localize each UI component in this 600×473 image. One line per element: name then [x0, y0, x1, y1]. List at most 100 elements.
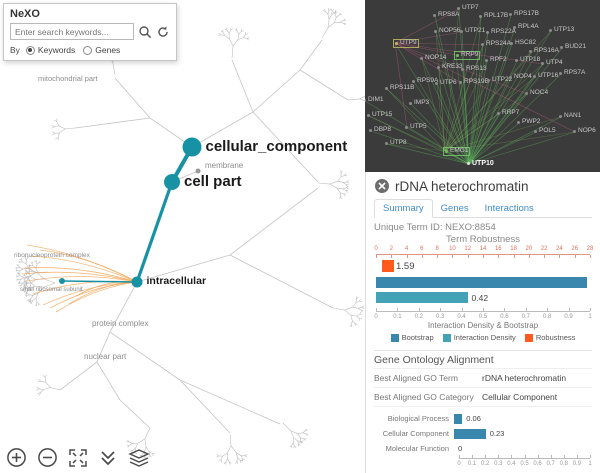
close-icon[interactable] [374, 178, 390, 194]
go-row-value: Cellular Component [482, 392, 558, 402]
search-input[interactable] [10, 23, 134, 40]
gene-node[interactable]: NOC4 [525, 89, 548, 97]
go-row-label: Best Aligned GO Category [374, 392, 474, 402]
gene-dot-icon [409, 101, 412, 105]
search-mode-keywords[interactable]: Keywords [25, 45, 75, 55]
gene-node[interactable]: RPS8A [433, 11, 459, 19]
gene-node[interactable]: UTP9 [393, 39, 419, 48]
gene-node[interactable]: RPS9A [412, 77, 438, 85]
alignment-bar-track: 0 [454, 444, 592, 454]
gene-label: NOP6 [578, 127, 596, 134]
gene-node[interactable]: UTP5 [405, 123, 427, 131]
gene-label: RPS22A [491, 28, 516, 35]
gene-dot-icon [369, 128, 372, 132]
gene-label: UTP18 [520, 56, 541, 63]
gene-node[interactable]: UTP15 [367, 111, 392, 119]
tree-node-label[interactable]: cellular_component [205, 137, 348, 155]
gene-node[interactable]: BUD21 [560, 43, 586, 51]
gene-node[interactable]: RPL17B [479, 12, 508, 20]
search-icon[interactable] [138, 25, 152, 39]
gene-node[interactable]: UTP6 [435, 79, 457, 87]
tree-branch-label[interactable]: nuclear part [84, 352, 127, 362]
alignment-bar-track: 0.06 [454, 413, 592, 424]
legend-swatch [524, 333, 533, 342]
gene-node[interactable]: UTP13 [549, 26, 574, 34]
search-mode-genes[interactable]: Genes [83, 45, 120, 55]
gene-node[interactable]: PWP2 [517, 118, 540, 126]
tree-branch-label[interactable]: membrane [205, 161, 244, 171]
gene-node[interactable]: UTP16 [533, 72, 559, 80]
gene-node[interactable]: EMG1 [443, 147, 471, 156]
app-title: NeXO [10, 8, 40, 20]
legend-swatch [390, 333, 399, 342]
gene-node[interactable]: RPL4A [513, 23, 539, 31]
gene-dot-icon [560, 45, 563, 49]
gene-label: UTP16 [538, 72, 559, 79]
gene-node[interactable]: RPS11B [385, 84, 414, 92]
gene-label: EMG1 [450, 147, 469, 154]
tree-branch-label[interactable]: ribonucleoprotein complex [14, 252, 90, 260]
tree-node-label[interactable]: cell part [184, 172, 242, 190]
gene-dot-icon [549, 28, 552, 32]
gene-label: RPF2 [490, 56, 507, 63]
zoom-in-icon[interactable] [6, 447, 27, 468]
gene-node[interactable]: RPF2 [485, 56, 507, 64]
gene-node[interactable]: HSC82 [510, 39, 536, 47]
gene-node[interactable]: RPS16A [529, 47, 559, 55]
gene-dot-icon [459, 80, 462, 84]
tab-interactions[interactable]: Interactions [484, 203, 534, 214]
gene-node[interactable]: NOP4 [509, 73, 532, 81]
gene-node[interactable]: RPS7A [559, 69, 585, 77]
gene-dot-icon [434, 29, 437, 33]
tree-branch-label[interactable]: mitochondrial part [38, 73, 98, 83]
gene-node[interactable]: RPS17B [509, 10, 539, 18]
gene-node[interactable]: NAN1 [559, 112, 581, 120]
gene-node[interactable]: NOP14 [420, 54, 446, 62]
tree-branch-label[interactable]: protein complex [92, 319, 149, 329]
gene-dot-icon [437, 65, 440, 69]
gene-node[interactable]: UTP10 [467, 160, 494, 167]
gene-node[interactable]: RPS13 [461, 65, 487, 73]
gene-label: RPS19B [464, 78, 489, 85]
gene-node[interactable]: UTP4 [541, 59, 563, 67]
gene-node[interactable]: RPS24A [481, 40, 511, 48]
fit-screen-icon[interactable] [68, 448, 88, 468]
gene-dot-icon [529, 49, 532, 53]
gene-label: NOP56 [439, 27, 461, 34]
collapse-icon[interactable] [98, 448, 118, 468]
gene-node[interactable]: RRP9 [454, 51, 481, 60]
gene-node[interactable]: UTP8 [385, 139, 407, 147]
gene-node[interactable]: UTP7 [457, 4, 479, 12]
gene-node[interactable]: DBP8 [369, 126, 391, 134]
tab-summary[interactable]: Summary [374, 199, 433, 218]
gene-node[interactable]: KRE33 [437, 63, 463, 71]
gene-node[interactable]: RRP7 [497, 109, 519, 117]
alignment-bar [454, 413, 463, 424]
robustness-value: 1.59 [396, 261, 415, 272]
tree-branch-label[interactable]: small ribosomal subunit [20, 287, 83, 294]
gene-node[interactable]: DIM1 [365, 96, 384, 104]
gene-dot-icon [485, 58, 488, 62]
gene-node[interactable]: UTP22 [487, 76, 512, 84]
gene-node[interactable]: RPS19B [459, 78, 489, 86]
gene-node[interactable]: RPS22A [486, 28, 516, 36]
gene-node[interactable]: POL5 [534, 127, 556, 135]
gene-node[interactable]: NOP6 [573, 127, 596, 135]
reset-icon[interactable] [156, 25, 170, 39]
zoom-out-icon[interactable] [37, 447, 58, 468]
tree-node-label[interactable]: intracellular [146, 275, 207, 288]
gene-node[interactable]: NOP56 [434, 27, 461, 35]
tab-genes[interactable]: Genes [440, 203, 469, 214]
layers-icon[interactable] [128, 448, 150, 468]
axis-caption: Interaction Density & Bootstrap [427, 321, 539, 330]
legend-swatch [442, 333, 451, 342]
gene-node[interactable]: IMP3 [409, 99, 429, 107]
gene-node[interactable]: UTP18 [515, 56, 541, 64]
gene-node[interactable]: UTP21 [460, 27, 485, 35]
